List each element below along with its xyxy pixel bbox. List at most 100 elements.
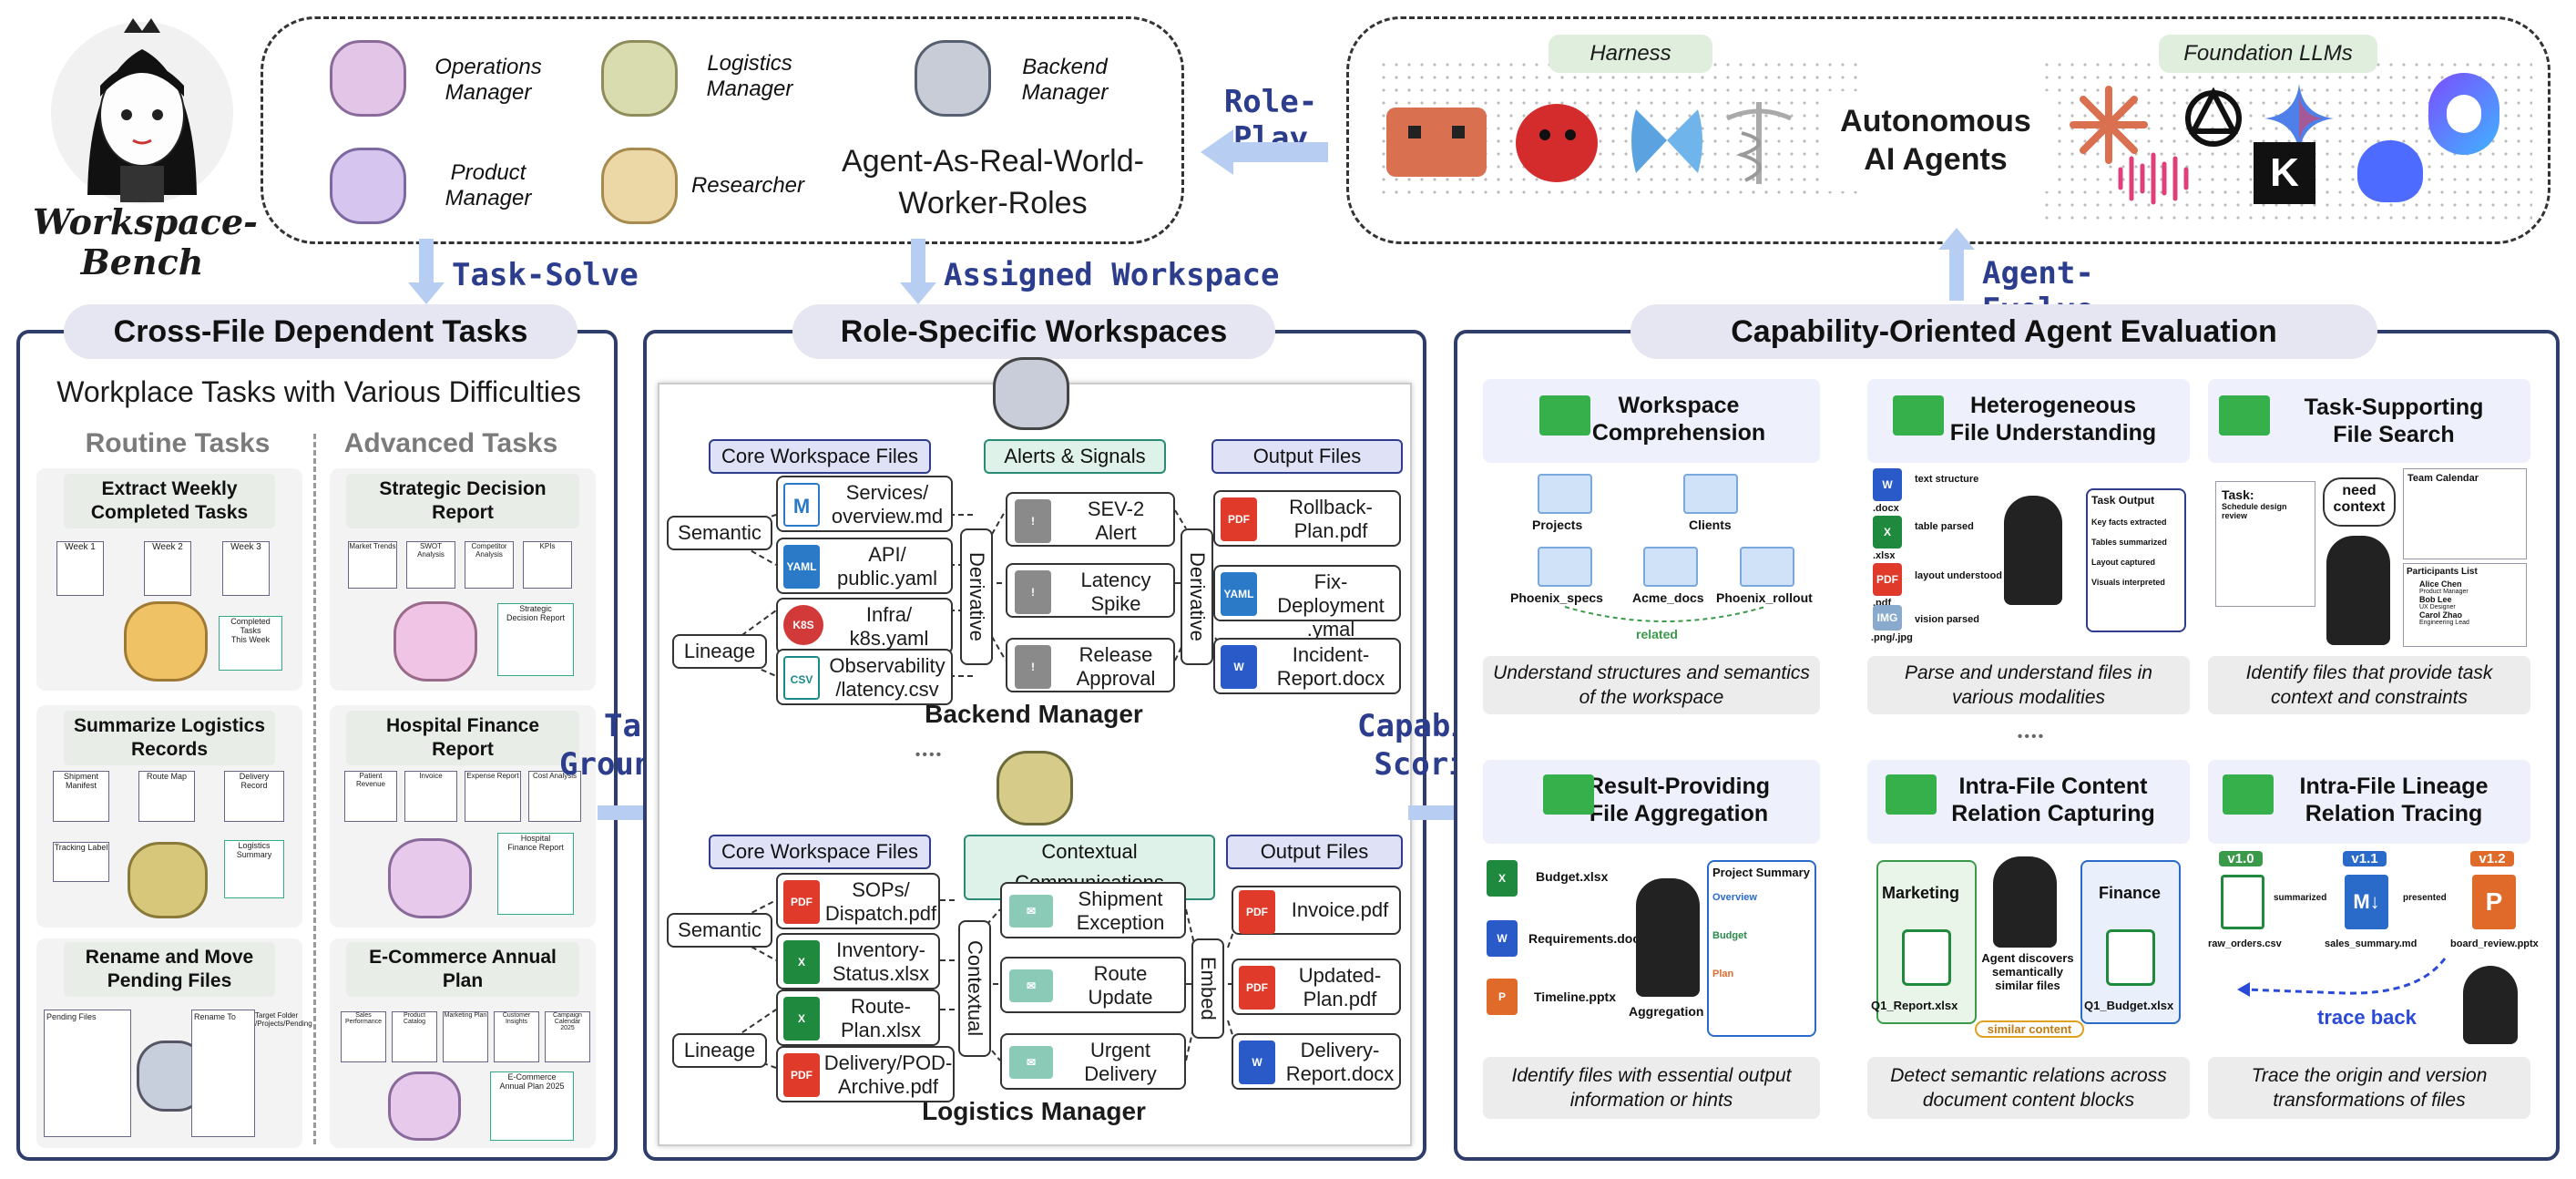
role-operations-manager: Operations Manager <box>297 33 561 128</box>
task-card-rename: Rename and Move Pending Files Pending Fi… <box>36 938 312 1148</box>
delivery-doc: Delivery Record <box>224 771 284 822</box>
advanced-tasks-label: Advanced Tasks <box>343 428 558 458</box>
xlsx-label: .xlsx <box>1873 550 1896 561</box>
budget-file: Budget.xlsx <box>1536 869 1609 884</box>
output-invoice: PDF Invoice.pdf <box>1232 886 1401 935</box>
pptx-icon: P <box>2472 875 2516 929</box>
competitor-doc: Competitor Analysis <box>465 541 514 589</box>
participant-role: UX Designer <box>2419 604 2456 610</box>
capability-card-desc: Identify files with essential output inf… <box>1483 1057 1820 1119</box>
backend-core-files-header: Core Workspace Files <box>709 439 931 474</box>
signal-name: Latency Spike <box>1080 569 1151 615</box>
capability-card-desc: Detect semantic relations across documen… <box>1867 1057 2190 1119</box>
insights-doc: Customer Insights <box>494 1011 539 1062</box>
task-card-strategic: Strategic Decision Report Market Trends … <box>330 468 596 691</box>
target-folder: Target Folder /Projects/Pending <box>255 1011 312 1028</box>
agent-evolve-arrow <box>1938 228 1975 301</box>
alert-icon: ! <box>1015 570 1051 614</box>
backend-manager-label: Backend Manager <box>925 700 1143 728</box>
task-card-title: Summarize Logistics Records <box>64 711 275 765</box>
expense-doc: Expense Report <box>465 771 521 822</box>
comm-route-update: ✉ Route Update <box>1000 957 1186 1013</box>
task-card-title: Strategic Decision Report <box>346 474 579 528</box>
right-panel-title: Capability-Oriented Agent Evaluation <box>1630 304 2377 359</box>
calendar-title: Team Calendar <box>2407 473 2479 484</box>
file-name: Inventory- Status.xlsx <box>832 938 930 985</box>
tracking-doc: Tracking Label <box>53 842 109 882</box>
png-label: .png/.jpg <box>1871 632 1913 643</box>
output-item: Layout captured <box>2091 558 2156 567</box>
capability-card-desc: Parse and understand files in various mo… <box>1867 656 2190 714</box>
robot-icon <box>915 40 991 117</box>
task-card-title: Hospital Finance Report <box>346 711 579 765</box>
comm-urgent-delivery: ✉ Urgent Delivery <box>1000 1033 1186 1090</box>
file-name: Fix-Deployment .ymal <box>1277 570 1385 641</box>
patient-revenue-doc: Patient Revenue <box>344 771 397 822</box>
pdf-icon: PDF <box>1239 966 1275 1010</box>
image-icon: IMG <box>1873 605 1902 631</box>
project-summary-box: Project Summary Overview Budget Plan <box>1707 860 1816 1037</box>
t3: layout understood <box>1915 570 2002 581</box>
kubernetes-icon: K8S <box>783 605 823 645</box>
pdf-icon: PDF <box>783 1053 820 1097</box>
routine-tasks-label: Routine Tasks <box>85 428 271 458</box>
workspace-bench-title: Workspace- Bench <box>33 201 258 282</box>
file-name: Invoice.pdf <box>1291 898 1389 921</box>
mail-icon: ✉ <box>1009 895 1053 928</box>
harness-x-icon <box>1631 109 1702 173</box>
comm-name: Shipment Exception <box>1076 887 1165 934</box>
folder-icon <box>1886 774 1937 815</box>
week2-doc: Week 2 <box>144 541 191 596</box>
rollout-label: Phoenix_rollout <box>1716 590 1813 605</box>
backend-semantic-tag: Semantic <box>667 516 772 550</box>
robot-icon <box>124 601 208 682</box>
related-label: related <box>1636 627 1678 641</box>
shipment-doc: Shipment Manifest <box>53 771 109 822</box>
version-3: v1.2 <box>2470 851 2514 866</box>
week1-doc: Week 1 <box>56 541 104 596</box>
capability-card-title: Workspace Comprehension <box>1483 379 1820 463</box>
file-name: Delivery- Report.docx <box>1285 1039 1395 1085</box>
capability-card-title: Result-Providing File Aggregation <box>1483 760 1820 844</box>
logistics-robot-icon <box>997 751 1073 825</box>
file-name: SOPs/ Dispatch.pdf <box>824 878 937 925</box>
agent-avatar <box>2326 536 2390 645</box>
file-name: Route- Plan.xlsx <box>840 995 922 1041</box>
llm-wave-icon <box>2118 152 2189 205</box>
role-label: Backend Manager <box>1021 55 1109 105</box>
trace-back-arrow <box>2237 958 2447 997</box>
card-3-illustration: Task: Schedule design review need contex… <box>2208 468 2530 651</box>
signal-sev2-alert: ! SEV-2 Alert <box>1006 492 1175 547</box>
autonomous-agents-label: Autonomous AI Agents <box>1822 91 2050 191</box>
participant-role: Product Manager <box>2419 589 2469 595</box>
logistics-core-files-header: Core Workspace Files <box>709 835 931 869</box>
right-ellipsis: •••• <box>2017 729 2046 744</box>
version-1: v1.0 <box>2219 851 2263 866</box>
need-context-bubble: need context <box>2323 477 2396 527</box>
task-text: Schedule design review <box>2222 502 2287 520</box>
task-output-box: Task Output Key facts extracted Tables s… <box>2086 488 2186 632</box>
aggregation-label: Aggregation <box>1629 1004 1704 1019</box>
finance-label: Finance <box>2099 884 2162 902</box>
acme-folder <box>1643 547 1698 587</box>
role-play-arrow <box>1201 129 1328 175</box>
file-name: Observability /latency.csv <box>829 654 946 701</box>
output-updated-plan: PDF Updated- Plan.pdf <box>1232 959 1401 1015</box>
rename-to-list: Rename To <box>191 1010 255 1137</box>
calendar-doc: Campaign Calendar 2025 <box>545 1011 590 1062</box>
q1-budget-label: Q1_Budget.xlsx <box>2084 999 2174 1012</box>
file-name: API/ public.yaml <box>836 543 938 590</box>
signal-name: SEV-2 Alert <box>1087 497 1145 544</box>
llm-gemini-icon <box>2264 84 2334 153</box>
robot-icon <box>601 40 678 117</box>
task-output-title: Task Output <box>2091 494 2155 507</box>
pdf-icon: PDF <box>1239 890 1275 934</box>
workspace-bench-logo <box>33 13 251 204</box>
output-fix-deployment: YAML Fix-Deployment .ymal <box>1213 565 1401 641</box>
yaml-icon: YAML <box>783 545 820 589</box>
kpis-doc: KPIs <box>523 541 572 589</box>
sales-summary-label: sales_summary.md <box>2325 938 2418 949</box>
xlsx-icon: X <box>1873 516 1902 548</box>
file-services-overview: M Services/ overview.md <box>776 476 953 532</box>
completed-tasks-doc: Completed Tasks This Week <box>219 616 282 671</box>
